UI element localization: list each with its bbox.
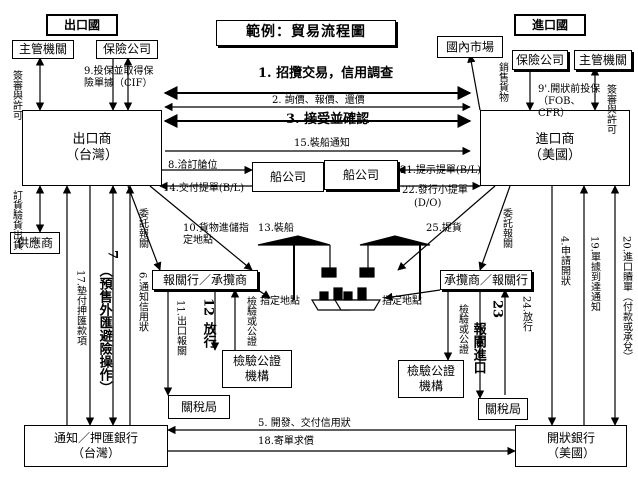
step-10-label: 10.貨物進儲指定地點: [183, 223, 249, 246]
inspection-cert-left-label: 檢驗或公證: [244, 296, 256, 346]
step-22-line2: (D/O): [414, 198, 442, 209]
approve-right-label: 簽審與許可: [604, 84, 616, 134]
step-18-label: 18.寄單求償: [258, 436, 314, 447]
step-2-label: 2. 詢價、報價、還價: [272, 95, 365, 106]
step-23-label: 報關進口: [470, 322, 486, 374]
step-19-label: 19.單據到達通知: [588, 236, 600, 312]
step-25-label: 25.提貨: [426, 223, 462, 234]
crane-right: [333, 235, 431, 311]
step-7-label: （預售外匯避險操作）: [96, 264, 112, 394]
customs-office-left-box: 關稅局: [168, 395, 230, 419]
step-15-label: 15.裝船通知: [294, 138, 350, 149]
step-13-label: 13.裝船: [258, 223, 294, 234]
step-1-label: 1. 招攬交易，信用調查: [258, 66, 394, 81]
customs-broker-left-box: 報關行／承攬商: [152, 270, 258, 290]
step-8-label: 8.洽訂艙位: [168, 160, 218, 171]
step-11-label: 11.出口報關: [174, 300, 186, 356]
exporter-box: 出口商 （台灣）: [22, 110, 162, 186]
exporter-sub: （台灣）: [65, 148, 118, 163]
step-9-label: 9.投保並取得保險單據（CIF）: [84, 66, 154, 89]
step-20-label: 20.進口贖單（付款或承兌）: [620, 236, 632, 362]
exporter-name: 出口商: [72, 131, 112, 147]
importer-box: 進口商 （美國）: [480, 110, 630, 186]
authority-left-box: 主管機關: [12, 40, 74, 59]
authority-right-box: 主管機關: [574, 50, 632, 70]
importer-sub: （美國）: [528, 148, 581, 163]
inspection-right-box: 檢驗公證 機構: [398, 360, 464, 398]
inspection-left-line1: 檢驗公證: [232, 354, 281, 368]
inspection-cert-right-label: 檢驗或公證: [456, 304, 468, 354]
step-3-label: 3. 接受並確認: [286, 112, 370, 127]
issuing-bank-sub: （美國）: [546, 446, 595, 460]
step-22-line1: 22.發行小提單: [402, 185, 468, 196]
step-7-number: 7: [104, 250, 120, 260]
customs-broker-right-box: 承攬商／報關行: [440, 270, 532, 290]
inspection-left-line2: 機構: [244, 369, 269, 383]
insurance-left-box: 保險公司: [96, 40, 158, 59]
diagram-title: 範例：貿易流程圖: [216, 20, 396, 46]
inspection-right-line2: 機構: [418, 379, 443, 393]
importer-name: 進口商: [535, 131, 575, 147]
approve-left-label: 簽審與許可: [10, 70, 22, 120]
step-23-number: 23: [489, 300, 505, 319]
designated-right-label: 指定地點: [382, 296, 422, 307]
step-12-number: 12: [200, 298, 216, 317]
inspection-left-box: 檢驗公證 機構: [222, 350, 292, 388]
order-left-label: 訂貨驗貨出貨: [10, 190, 22, 250]
step-6-label: 6.通知信用狀: [136, 272, 148, 332]
notify-bank-name: 通知／押匯銀行: [53, 431, 138, 445]
issuing-bank-name: 開狀銀行: [546, 431, 595, 445]
insurance-right-box: 保險公司: [512, 50, 568, 70]
step-9p-label: 9'.開狀前投保（FOB、CFR）: [538, 84, 601, 119]
step-17-label: 17.墊付押匯款項: [74, 270, 86, 346]
domestic-market-box: 國內市場: [437, 36, 503, 58]
step-12-label: 放行: [200, 322, 216, 348]
crane-left: [257, 235, 358, 311]
export-country-header: 出口國: [46, 14, 118, 36]
step-21-label: 21.提示提單(B/L): [400, 165, 482, 176]
entrust-left-label: 委託報關: [136, 208, 148, 248]
inspection-right-line1: 檢驗公證: [406, 364, 455, 378]
step-14-label: 14.交付提單(B/L): [163, 183, 245, 194]
notify-bank-sub: （台灣）: [71, 446, 120, 460]
designated-left-label: 指定地點: [260, 296, 300, 307]
step-5-label: 5. 開發、交付信用狀: [258, 418, 351, 429]
sales-goods-label: 銷售貨物: [496, 62, 508, 102]
shipping-company-box-1: 船公司: [252, 162, 324, 192]
shipping-company-box-2: 船公司: [324, 160, 398, 190]
customs-office-right-box: 關稅局: [478, 398, 528, 420]
step-4-label: 4.申請開狀: [558, 236, 570, 286]
entrust-right-label: 委託報關: [500, 208, 512, 248]
supplier-box: 供應商: [10, 232, 60, 254]
issuing-bank-box: 開狀銀行 （美國）: [515, 425, 627, 467]
notify-bank-box: 通知／押匯銀行 （台灣）: [24, 425, 168, 467]
step-24-label: 24.放行: [520, 296, 532, 332]
import-country-header: 進口國: [514, 14, 586, 36]
